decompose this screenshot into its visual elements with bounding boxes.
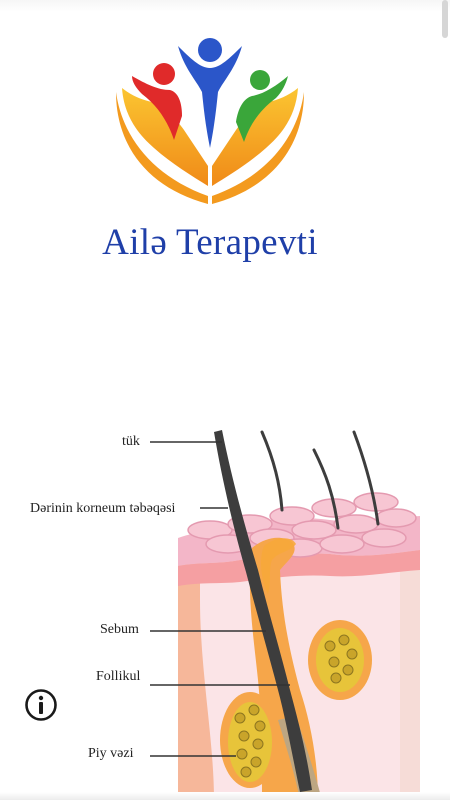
skin-anatomy-diagram xyxy=(150,430,420,800)
family-hands-logo xyxy=(116,38,304,204)
label-hair: tük xyxy=(122,434,140,449)
label-sebaceous-gland: Piy vəzi xyxy=(88,746,134,761)
scrollbar[interactable] xyxy=(442,0,448,38)
app-title: Ailə Terapevti xyxy=(102,222,318,263)
label-follicle: Follikul xyxy=(96,669,141,684)
window-bottom-edge xyxy=(0,792,450,800)
label-sebum: Sebum xyxy=(100,622,139,637)
window-top-edge xyxy=(0,0,450,12)
info-icon[interactable] xyxy=(24,688,58,722)
label-stratum-corneum: Dərinin korneum təbəqəsi xyxy=(30,501,176,516)
